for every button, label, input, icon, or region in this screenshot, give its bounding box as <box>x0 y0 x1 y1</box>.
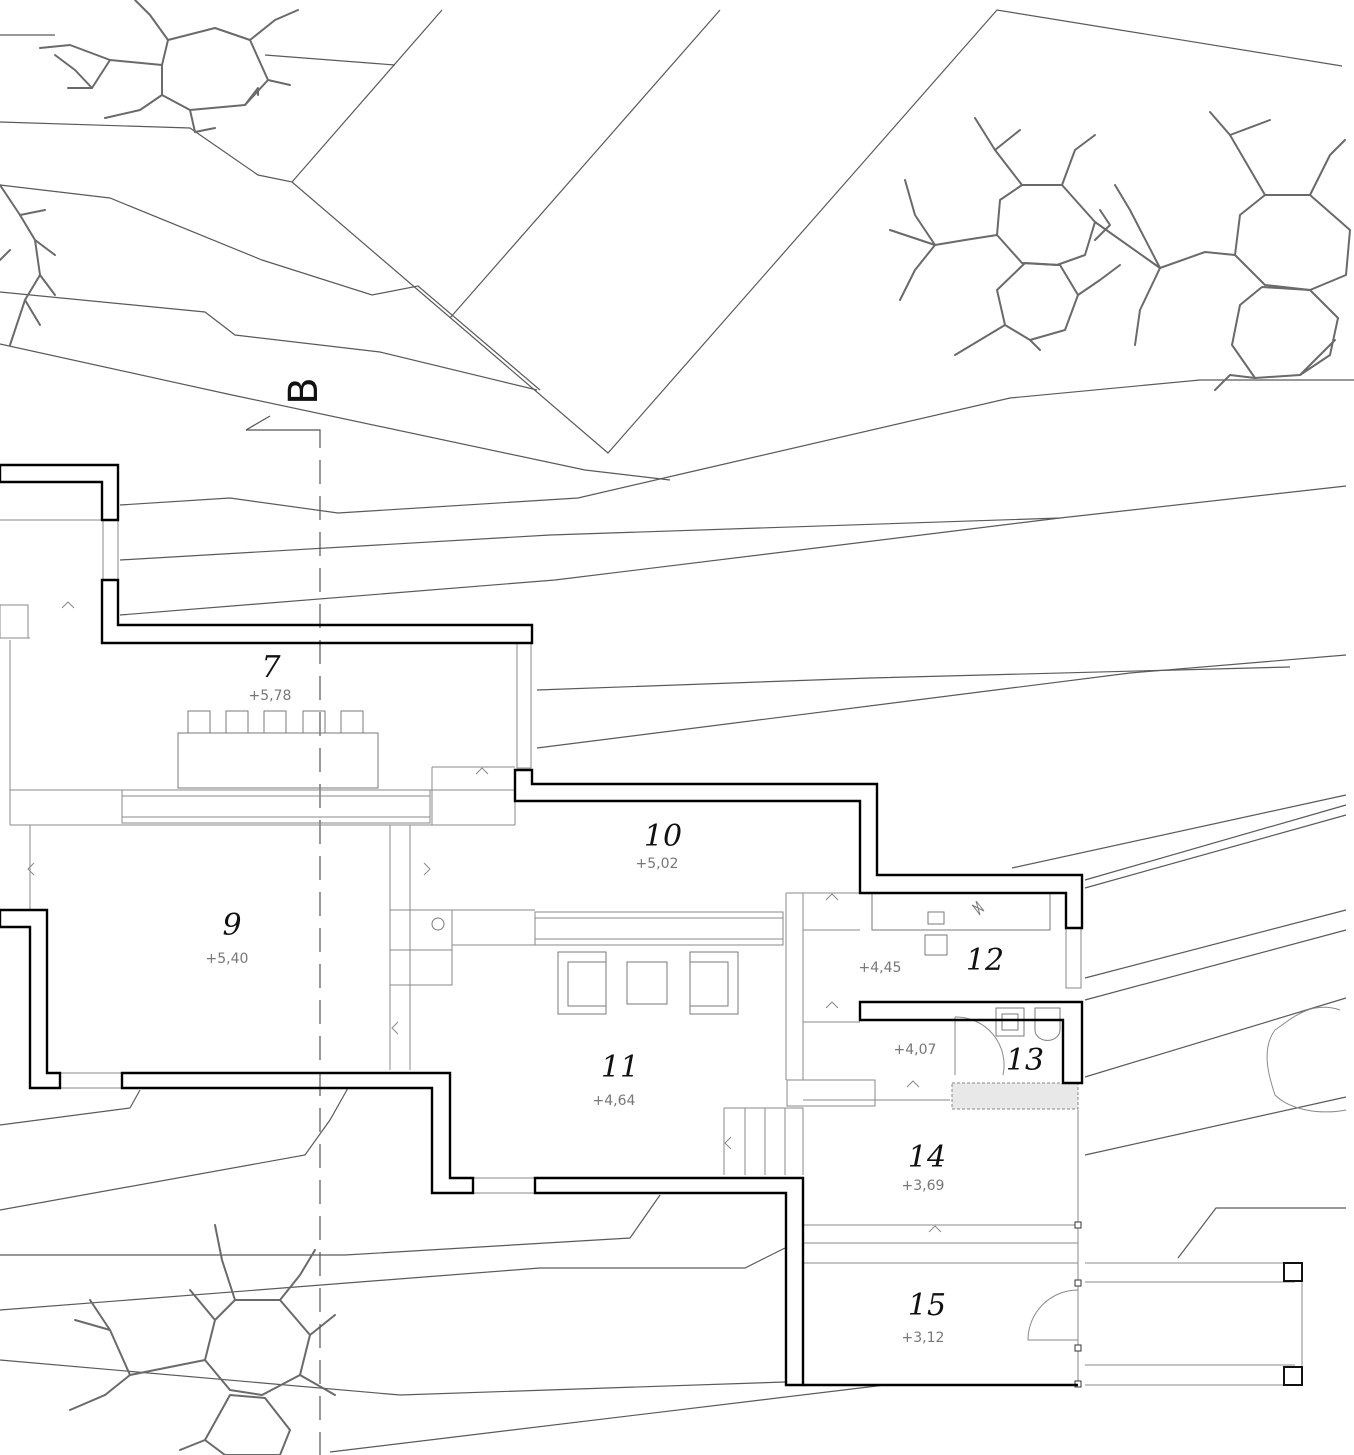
tree-left-edge <box>0 184 56 346</box>
tree-top-left <box>39 0 299 133</box>
room-13: 13 +4,07 <box>894 1042 1045 1078</box>
terrain-contours <box>0 9 1354 1453</box>
room-number: 13 <box>1006 1043 1044 1078</box>
room-level: +4,45 <box>859 960 902 976</box>
room-number: 11 <box>601 1050 639 1085</box>
section-label: B <box>281 377 327 404</box>
room-number: 9 <box>222 908 241 943</box>
interior-lines <box>0 519 1303 1386</box>
room-level: +3,69 <box>902 1178 945 1194</box>
terrace-bench <box>951 1082 1079 1110</box>
room-number: 7 <box>261 650 281 685</box>
room-level: +5,40 <box>206 951 249 967</box>
room-9: 9 +5,40 <box>206 908 249 967</box>
bathroom-fixtures <box>954 1007 1061 1076</box>
shrub-right <box>1266 1006 1347 1113</box>
room-14: 14 +3,69 <box>902 1140 947 1194</box>
room-11: 11 +4,64 <box>593 1050 640 1109</box>
glazing <box>0 519 1303 1388</box>
stair-arrows <box>27 601 942 1233</box>
entry-door-swing <box>1027 1289 1079 1341</box>
kitchen-counter <box>431 893 1051 956</box>
tree-top-right <box>889 111 1351 391</box>
room-12: 12 +4,45 <box>859 943 1005 978</box>
room-level: +4,07 <box>894 1042 937 1058</box>
room-7: 7 +5,78 <box>249 650 292 704</box>
room-10: 10 +5,02 <box>636 819 683 872</box>
room-level: +3,12 <box>902 1330 945 1346</box>
plant-icon <box>971 900 985 916</box>
room-number: 10 <box>644 819 682 854</box>
tree-bottom-left <box>69 1224 336 1455</box>
room-number: 12 <box>966 943 1004 978</box>
living-room-sofa-set <box>557 951 739 1015</box>
room-level: +5,78 <box>249 688 292 704</box>
room-level: +5,02 <box>636 856 679 872</box>
room-15: 15 +3,12 <box>902 1288 947 1346</box>
walls <box>0 463 1084 1387</box>
room-number: 15 <box>908 1288 946 1323</box>
room-level: +4,64 <box>593 1093 636 1109</box>
room-number: 14 <box>908 1140 946 1175</box>
dining-table <box>177 710 379 789</box>
